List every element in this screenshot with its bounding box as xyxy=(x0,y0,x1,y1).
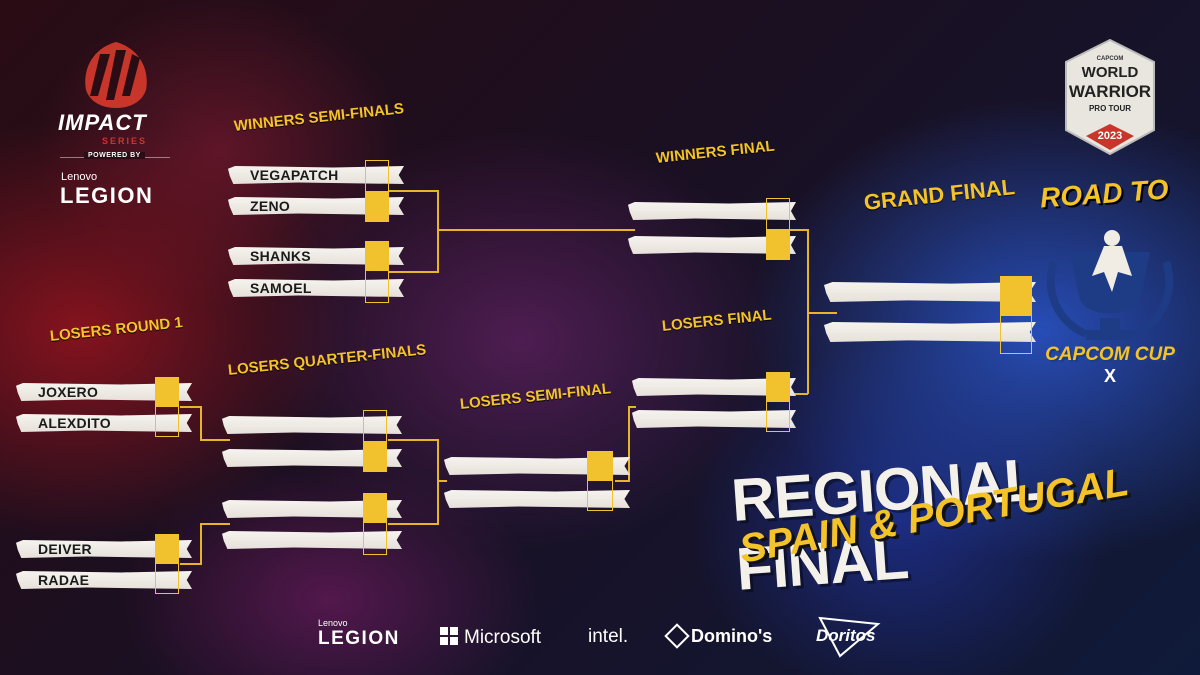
capcom-cup-name: CAPCOM CUP xyxy=(1045,344,1175,365)
badge-year-label: 2023 xyxy=(1097,130,1123,142)
winners-final-label: WINNERS FINAL xyxy=(655,137,776,167)
sponsor-lenovo-legion: Lenovo LEGION xyxy=(318,618,400,650)
player-name: RADAE xyxy=(38,572,90,588)
connector xyxy=(807,229,809,394)
score-box-filled xyxy=(363,441,387,471)
connector xyxy=(437,229,635,231)
grand-final-slot xyxy=(824,322,1036,342)
losers-final-slot xyxy=(632,410,796,428)
score-box-filled xyxy=(155,534,179,564)
connector xyxy=(388,271,438,273)
score-box-filled xyxy=(766,372,790,402)
winners-semis-label: WINNERS SEMI-FINALS xyxy=(233,100,405,135)
connector xyxy=(615,480,629,482)
connector xyxy=(388,523,438,525)
connector xyxy=(790,229,808,231)
score-box-filled xyxy=(1000,276,1032,316)
player-name: SAMOEL xyxy=(250,280,312,296)
trophy-icon xyxy=(1046,230,1174,340)
losers-final-slot xyxy=(632,378,796,396)
losers-qf-slot xyxy=(222,531,402,549)
losers-qf-slot xyxy=(222,449,402,467)
losers-r1-slot: ALEXDITO xyxy=(16,414,192,432)
road-to-label: ROAD TO xyxy=(1039,173,1170,214)
score-box-filled xyxy=(365,241,389,271)
winners-semi-slot: SAMOEL xyxy=(228,279,404,297)
connector xyxy=(437,439,439,525)
winners-semi-slot: ZENO xyxy=(228,197,404,215)
sponsor-intel: intel. xyxy=(588,626,629,647)
losers-qf-label: LOSERS QUARTER-FINALS xyxy=(227,341,427,379)
doritos-label: Doritos xyxy=(816,626,876,645)
losers-r1-slot: DEIVER xyxy=(16,540,192,558)
grand-final-slot xyxy=(824,282,1036,302)
doritos-triangle-icon xyxy=(818,616,881,658)
badge-warrior-label: WARRIOR xyxy=(1068,82,1152,101)
dominos-tile-icon xyxy=(664,623,690,649)
player-name: JOXERO xyxy=(38,384,99,400)
capcom-cup-numeral: X xyxy=(1103,366,1116,386)
losers-r1-slot: RADAE xyxy=(16,571,192,589)
lenovo-small-label: Lenovo xyxy=(318,618,348,628)
series-wordmark: SERIES xyxy=(102,136,148,146)
player-name: ALEXDITO xyxy=(38,415,111,431)
winners-final-slot xyxy=(628,202,796,220)
connector xyxy=(437,480,447,482)
powered-by-label: POWERED BY xyxy=(84,152,145,159)
legion-wordmark: LEGION xyxy=(60,183,154,208)
losers-final-label: LOSERS FINAL xyxy=(661,306,773,335)
connector xyxy=(200,439,230,441)
badge-capcom-label: CAPCOM xyxy=(1096,56,1124,62)
world-warrior-badge: CAPCOM WORLD WARRIOR PRO TOUR 2023 xyxy=(1062,38,1158,156)
dominos-label: Domino's xyxy=(691,626,773,646)
score-box-filled xyxy=(365,191,389,221)
lenovo-label: Lenovo xyxy=(61,171,98,183)
connector xyxy=(628,406,630,482)
player-name: DEIVER xyxy=(38,541,92,557)
player-name: ZENO xyxy=(250,198,291,214)
badge-pro-tour-label: PRO TOUR xyxy=(1088,104,1132,113)
connector xyxy=(628,406,636,408)
sponsor-doritos: Doritos xyxy=(810,614,884,658)
sponsor-microsoft: Microsoft xyxy=(440,626,541,649)
connector xyxy=(200,406,202,440)
connector xyxy=(180,563,202,565)
badge-hexagon-icon xyxy=(1065,38,1155,156)
losers-sf-slot xyxy=(444,457,630,475)
microsoft-logo-icon xyxy=(440,627,458,645)
losers-sf-slot xyxy=(444,490,630,508)
sponsor-dominos: Domino's xyxy=(664,623,773,649)
microsoft-label: Microsoft xyxy=(464,627,542,648)
connector xyxy=(437,190,439,273)
losers-r1-label: LOSERS ROUND 1 xyxy=(49,314,184,345)
score-box-filled xyxy=(363,493,387,523)
losers-qf-slot xyxy=(222,500,402,518)
badge-world-label: WORLD xyxy=(1081,64,1139,81)
connector xyxy=(790,393,808,395)
losers-qf-slot xyxy=(222,416,402,434)
connector xyxy=(807,312,837,314)
player-name: VEGAPATCH xyxy=(250,167,339,183)
winners-semi-slot: SHANKS xyxy=(228,247,404,265)
losers-sf-label: LOSERS SEMI-FINAL xyxy=(459,380,612,413)
connector xyxy=(200,523,202,565)
score-box-filled xyxy=(766,229,790,259)
connector xyxy=(180,406,202,408)
score-box-filled xyxy=(587,451,613,481)
capcom-cup-logo: CAPCOM CUP X xyxy=(1040,222,1180,392)
winners-semi-slot: VEGAPATCH xyxy=(228,166,404,184)
connector xyxy=(200,523,230,525)
winners-final-slot xyxy=(628,236,796,254)
legion-sponsor-label: LEGION xyxy=(318,628,400,649)
grand-final-label: GRAND FINAL xyxy=(862,174,1016,215)
score-box-filled xyxy=(155,377,179,407)
impact-series-logo: IMPACT SERIES POWERED BY Lenovo LEGION xyxy=(40,40,190,215)
player-name: SHANKS xyxy=(250,248,311,264)
impact-flame-icon xyxy=(85,42,147,108)
connector xyxy=(388,439,438,441)
losers-r1-slot: JOXERO xyxy=(16,383,192,401)
connector xyxy=(388,190,438,192)
impact-wordmark: IMPACT xyxy=(58,110,147,135)
